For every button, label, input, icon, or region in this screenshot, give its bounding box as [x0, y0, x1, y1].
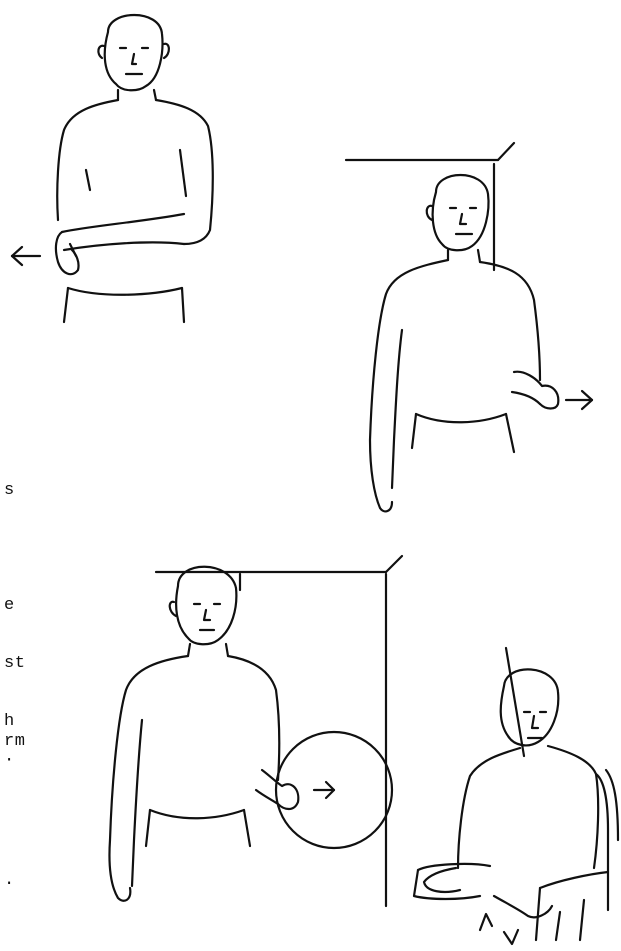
figure-3-ball-against-wall: [109, 556, 402, 906]
figure-2-doorway-arm-out: [346, 143, 592, 511]
figure-1-arm-across-waist: [12, 15, 213, 322]
figure-4-seated-chair: [414, 648, 618, 944]
